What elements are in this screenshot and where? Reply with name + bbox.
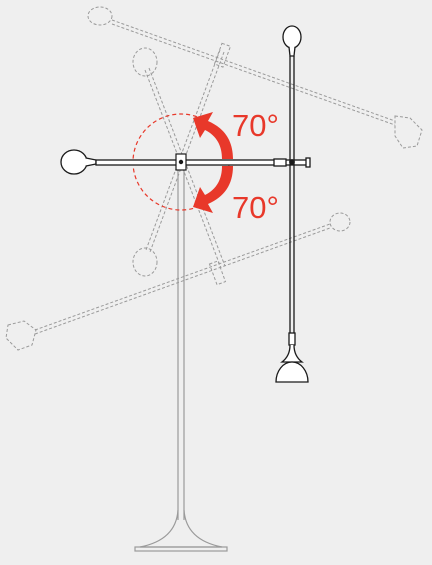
stand-foot <box>139 509 223 548</box>
horizontal-arm-connector <box>273 158 287 167</box>
ghost-arm-diagonal-b2 <box>149 51 225 253</box>
vertical-arm-shade-neck <box>280 344 304 363</box>
vertical-arm <box>275 25 309 383</box>
ghost-lower-arm-bulb-right <box>329 212 351 232</box>
rotation-arrow-down <box>193 166 233 213</box>
ghost-horizontal-arms <box>5 6 423 351</box>
ghost-upper-arm-line <box>111 19 396 122</box>
horizontal-arm-end-cap <box>305 157 311 168</box>
vertical-arm-top-neck <box>288 46 296 57</box>
ghost-lower-arm-shade-left <box>5 320 37 351</box>
ghost-arm-diagonal-a2 <box>148 67 226 267</box>
ghost-bulb-bottom-left <box>132 247 158 277</box>
ghost-arm-diagonal-b <box>145 49 221 251</box>
vertical-arm-top-bulb <box>282 25 302 49</box>
pivot-center-dot <box>178 159 184 165</box>
ghost-upper-arm-shade-right <box>394 115 423 149</box>
horizontal-arm-bulb <box>60 149 88 175</box>
vertical-arm-collar <box>288 332 296 346</box>
ghost-cap-top-right <box>213 42 232 68</box>
base-plate <box>134 546 228 552</box>
lower-angle-label: 70° <box>232 190 279 225</box>
vertical-arm-shade <box>275 361 309 383</box>
lamp-stand <box>134 170 228 552</box>
upper-angle-label: 70° <box>232 108 279 143</box>
ghost-lower-arm-line-2 <box>34 227 331 335</box>
ghost-upper-arm-line-2 <box>111 23 396 126</box>
ghost-bulb-top-left <box>132 47 158 77</box>
ghost-lower-arm-line <box>34 223 331 331</box>
vertical-arm-joint <box>289 159 295 165</box>
rotation-arrow-up <box>193 112 233 159</box>
ghost-cap-bottom-right <box>208 260 227 286</box>
rotation-arrows <box>193 112 233 213</box>
horizontal-arm-bulb-neck <box>85 157 97 167</box>
ghost-upper-arm-bulb-left <box>87 6 113 26</box>
horizontal-arm <box>60 149 311 175</box>
pivot-joint <box>175 153 187 171</box>
